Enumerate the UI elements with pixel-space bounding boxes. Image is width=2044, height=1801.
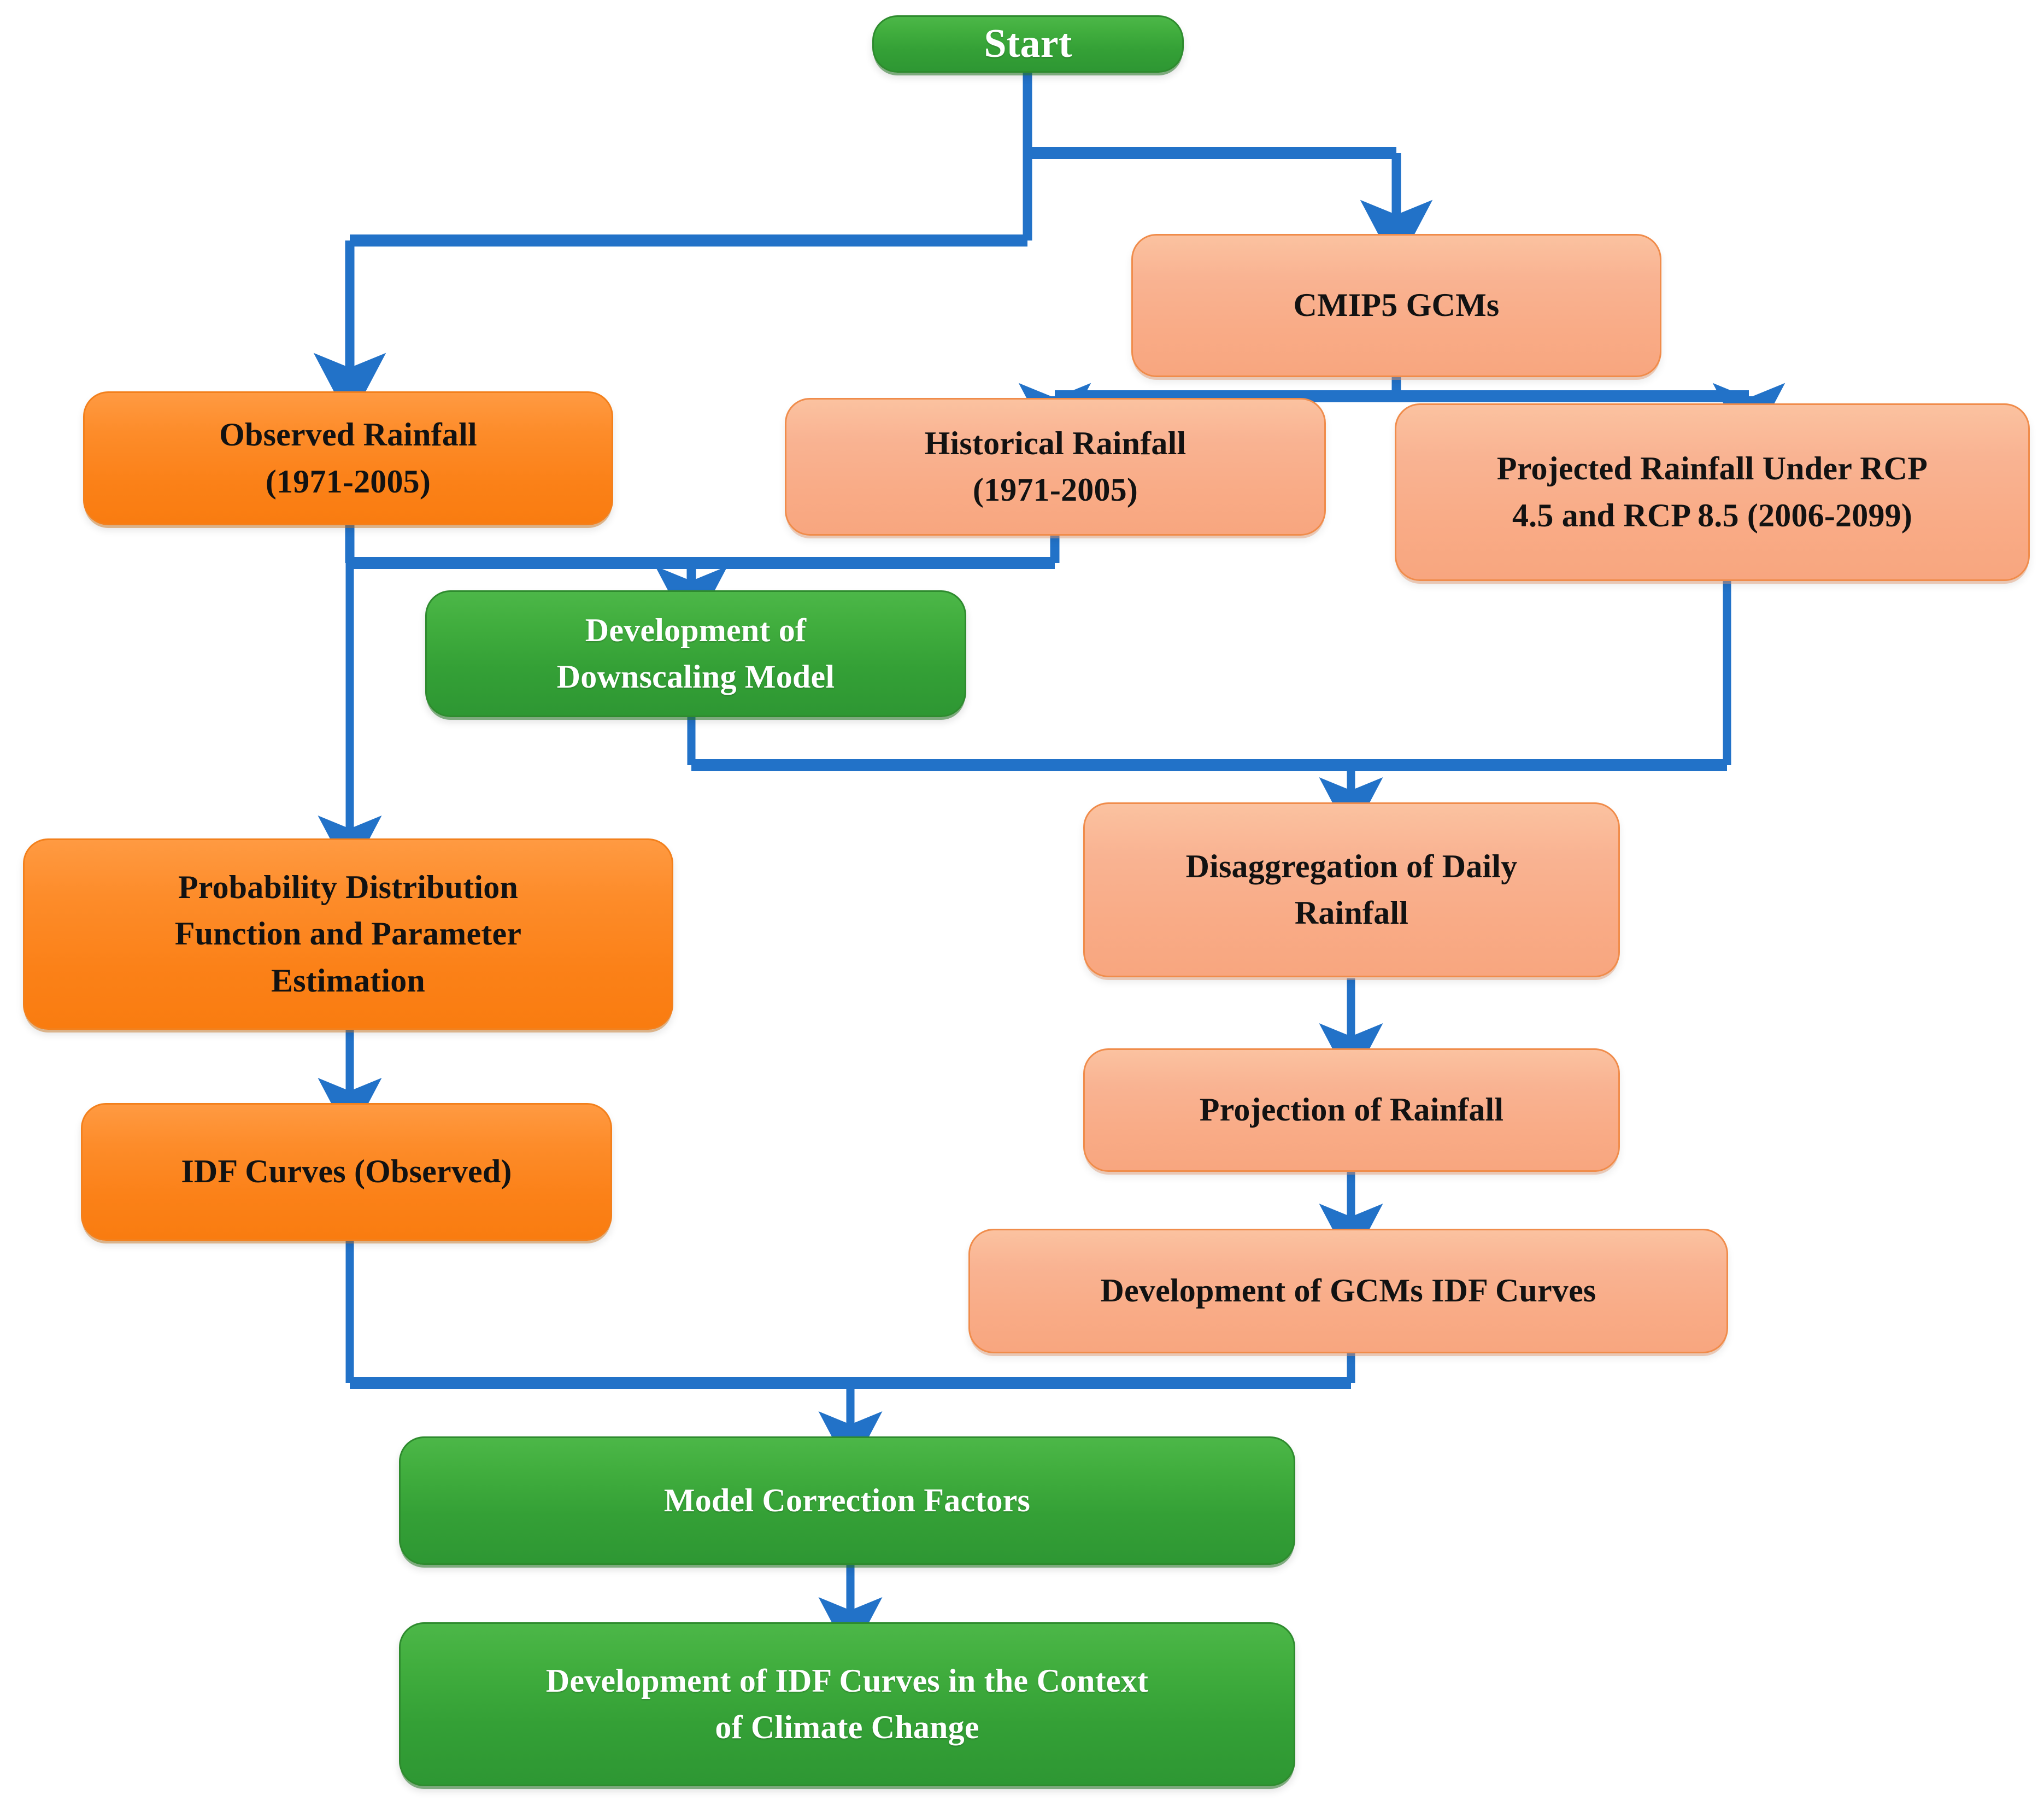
node-final-idf-climate-change[interactable]: Development of IDF Curves in the Context… [399,1622,1295,1786]
node-cmip5-gcms-label: CMIP5 GCMs [1293,287,1500,324]
node-disaggregation-daily-rainfall[interactable]: Disaggregation of Daily Rainfall [1083,802,1620,977]
node-pdf-parameter-estimation-label: Probability Distribution Function and Pa… [174,869,522,999]
node-observed-rainfall-label: Observed Rainfall (1971-2005) [219,416,477,500]
node-gcm-idf-curves-label: Development of GCMs IDF Curves [1100,1272,1596,1309]
node-projected-rainfall[interactable]: Projected Rainfall Under RCP 4.5 and RCP… [1395,403,2030,581]
node-idf-curves-observed-label: IDF Curves (Observed) [181,1153,512,1190]
node-start-label: Start [984,21,1072,66]
node-model-correction-factors-label: Model Correction Factors [663,1482,1031,1518]
node-historical-rainfall[interactable]: Historical Rainfall (1971-2005) [785,398,1326,536]
node-start[interactable]: Start [872,15,1184,73]
node-disaggregation-daily-rainfall-label: Disaggregation of Daily Rainfall [1185,848,1518,931]
node-idf-curves-observed[interactable]: IDF Curves (Observed) [81,1103,612,1241]
node-pdf-parameter-estimation[interactable]: Probability Distribution Function and Pa… [23,838,673,1030]
node-projected-rainfall-label: Projected Rainfall Under RCP 4.5 and RCP… [1496,450,1928,533]
node-historical-rainfall-label: Historical Rainfall (1971-2005) [924,425,1187,508]
node-final-idf-climate-change-label: Development of IDF Curves in the Context… [545,1662,1149,1745]
node-model-correction-factors[interactable]: Model Correction Factors [399,1436,1295,1565]
node-cmip5-gcms[interactable]: CMIP5 GCMs [1131,234,1661,377]
node-downscaling-model-label: Development of Downscaling Model [556,612,835,695]
node-observed-rainfall[interactable]: Observed Rainfall (1971-2005) [83,391,613,525]
node-downscaling-model[interactable]: Development of Downscaling Model [425,590,966,717]
node-projection-of-rainfall-label: Projection of Rainfall [1199,1092,1504,1128]
node-gcm-idf-curves[interactable]: Development of GCMs IDF Curves [968,1229,1728,1353]
node-projection-of-rainfall[interactable]: Projection of Rainfall [1083,1048,1620,1172]
